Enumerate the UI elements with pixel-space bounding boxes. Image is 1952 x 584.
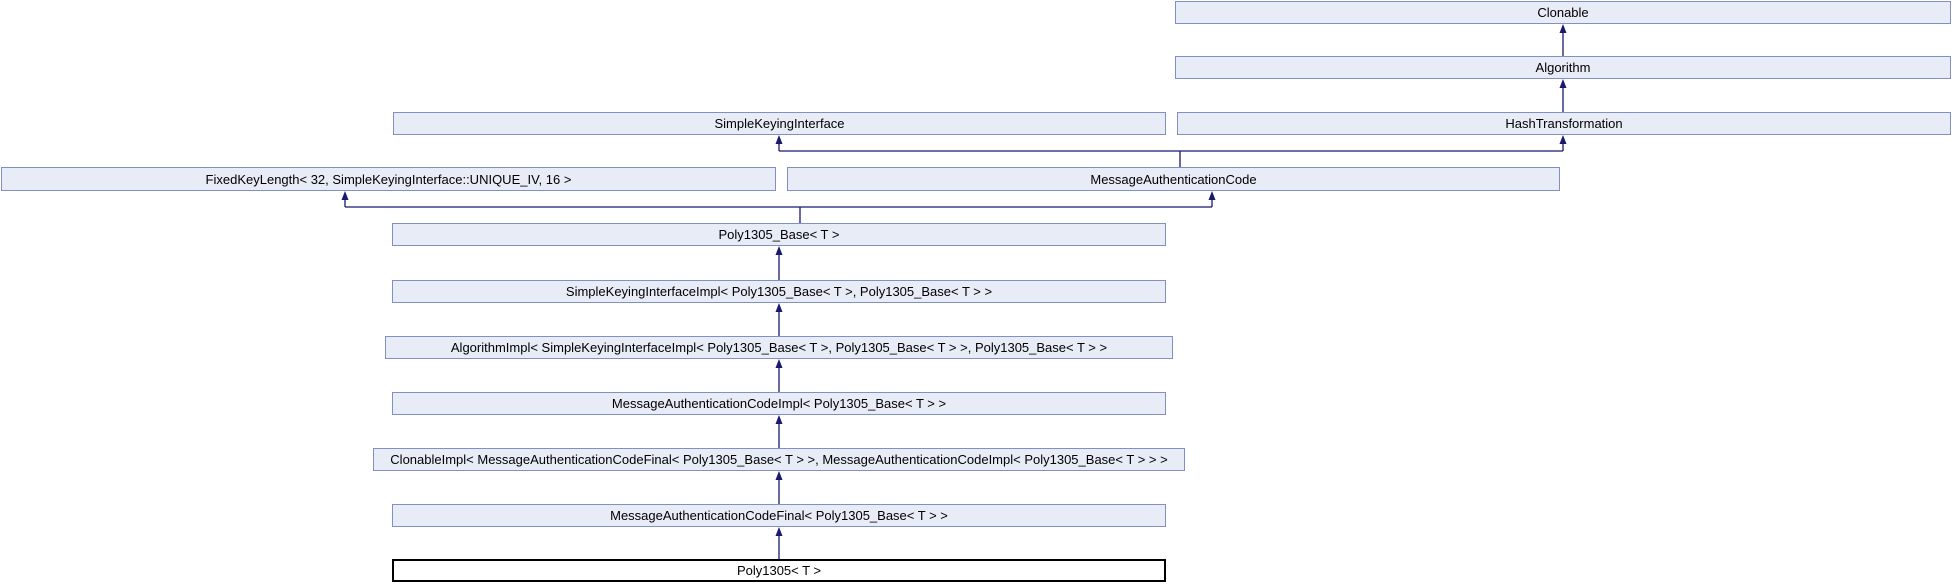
edge-algorithm-to-clonable [1559, 24, 1567, 56]
node-simple-keying-interface[interactable]: SimpleKeyingInterface [393, 112, 1166, 135]
node-message-authentication-code-final[interactable]: MessageAuthenticationCodeFinal< Poly1305… [392, 504, 1166, 527]
edge-skiimpl-to-poly1305base [775, 246, 783, 280]
node-poly1305-current-class: Poly1305< T > [392, 559, 1166, 582]
node-clonable[interactable]: Clonable [1175, 1, 1951, 24]
node-message-authentication-code-impl[interactable]: MessageAuthenticationCodeImpl< Poly1305_… [392, 392, 1166, 415]
edge-hashtransformation-to-algorithm [1559, 79, 1567, 112]
node-fixed-key-length[interactable]: FixedKeyLength< 32, SimpleKeyingInterfac… [1, 167, 776, 191]
node-algorithm[interactable]: Algorithm [1175, 56, 1951, 79]
edge-mac-to-ski-and-ht [775, 135, 1567, 167]
edge-macfinal-to-clonableimpl [775, 471, 783, 504]
node-hash-transformation[interactable]: HashTransformation [1177, 112, 1951, 135]
edge-macimpl-to-algorithmimpl [775, 359, 783, 392]
edge-poly1305base-to-fkl-and-mac [341, 191, 1216, 223]
edge-clonableimpl-to-macimpl [775, 415, 783, 448]
edge-algorithmimpl-to-skiimpl [775, 303, 783, 336]
edge-poly1305-to-macfinal [775, 527, 783, 559]
node-clonable-impl[interactable]: ClonableImpl< MessageAuthenticationCodeF… [373, 448, 1185, 471]
node-algorithm-impl[interactable]: AlgorithmImpl< SimpleKeyingInterfaceImpl… [385, 336, 1173, 359]
node-message-authentication-code[interactable]: MessageAuthenticationCode [787, 167, 1560, 191]
node-simple-keying-interface-impl[interactable]: SimpleKeyingInterfaceImpl< Poly1305_Base… [392, 280, 1166, 303]
node-poly1305-base[interactable]: Poly1305_Base< T > [392, 223, 1166, 246]
